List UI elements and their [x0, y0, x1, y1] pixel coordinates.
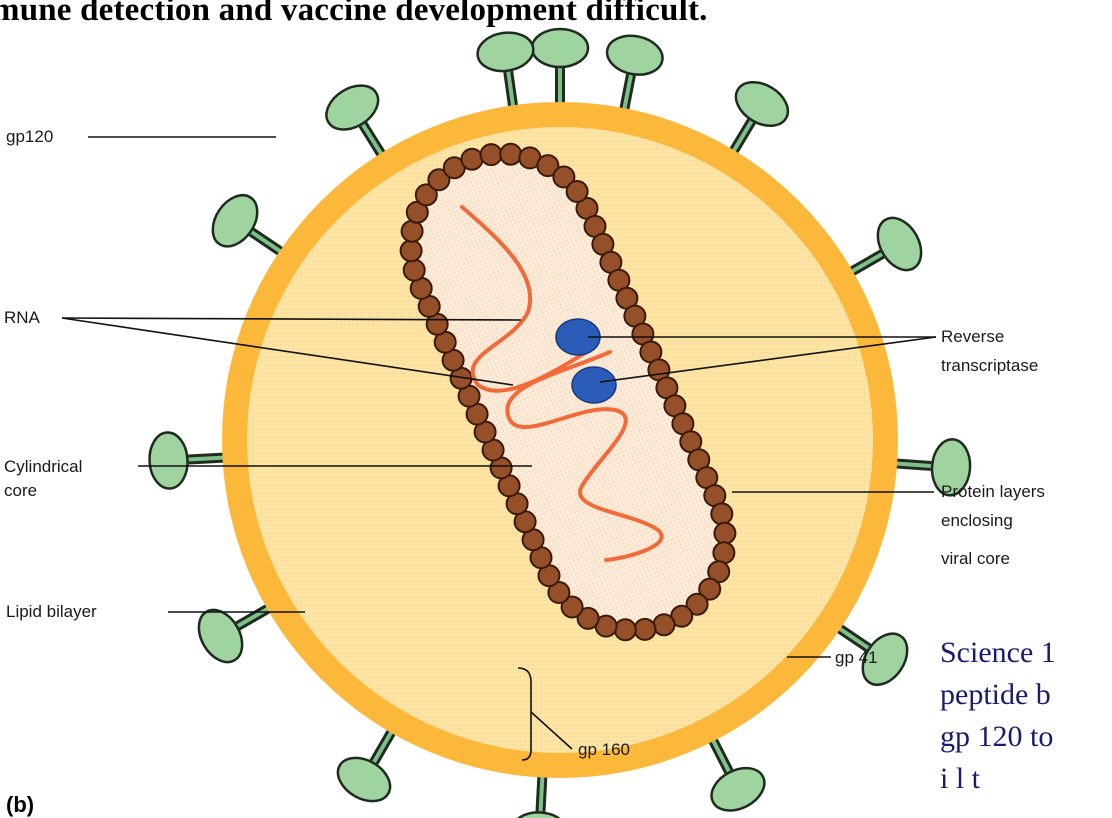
gp120-head: [318, 77, 386, 139]
capsid-bead: [713, 542, 734, 563]
gp120-head: [511, 811, 569, 818]
capsid-bead: [481, 144, 502, 165]
capsid-bead: [654, 614, 675, 635]
label-gp120: gp120: [6, 125, 53, 149]
gp120-head: [330, 749, 397, 810]
page-heading: mune detection and vaccine development d…: [0, 0, 708, 29]
panel-label: (b): [6, 792, 34, 818]
capsid-bead: [711, 503, 732, 524]
label-cylindrical-core-line1: Cylindrical: [4, 455, 82, 479]
label-lipid-bilayer: Lipid bilayer: [6, 600, 97, 624]
capsid-bead: [500, 144, 521, 165]
side-text-line: gp 120 to: [940, 716, 1056, 758]
capsid-bead: [634, 619, 655, 640]
label-reverse-transcriptase-line2: transcriptase: [941, 354, 1038, 378]
gp120-head: [148, 432, 189, 490]
capsid-bead: [567, 181, 588, 202]
capsid-bead: [402, 221, 423, 242]
capsid-bead: [615, 619, 636, 640]
label-rna: RNA: [4, 306, 40, 330]
capsid-bead: [462, 149, 483, 170]
gp120-head: [728, 73, 796, 134]
gp120-head: [475, 29, 536, 74]
label-protein-layers-line1: Protein layers: [941, 480, 1045, 504]
label-cylindrical-core-line2: core: [4, 479, 37, 503]
gp120-head: [869, 210, 930, 277]
side-text-block: Science 1 peptide b gp 120 to i l t: [940, 632, 1056, 800]
gp120-head: [204, 187, 267, 255]
side-text-line: Science 1: [940, 632, 1056, 674]
capsid-bead: [714, 523, 735, 544]
side-text-line: peptide b: [940, 674, 1056, 716]
gp120-head: [604, 31, 666, 79]
label-protein-layers-line2: enclosing: [941, 509, 1013, 533]
label-gp160: gp 160: [578, 738, 630, 762]
side-text-line: i l t: [940, 758, 1056, 800]
gp120-head: [532, 29, 588, 67]
capsid-bead: [404, 260, 425, 281]
capsid-bead: [401, 240, 422, 261]
label-protein-layers-line3: viral core: [941, 547, 1010, 571]
label-reverse-transcriptase-line1: Reverse: [941, 325, 1004, 349]
gp120-head: [704, 760, 771, 818]
reverse-transcriptase-enzyme: [572, 367, 616, 403]
label-gp41: gp 41: [835, 646, 878, 670]
